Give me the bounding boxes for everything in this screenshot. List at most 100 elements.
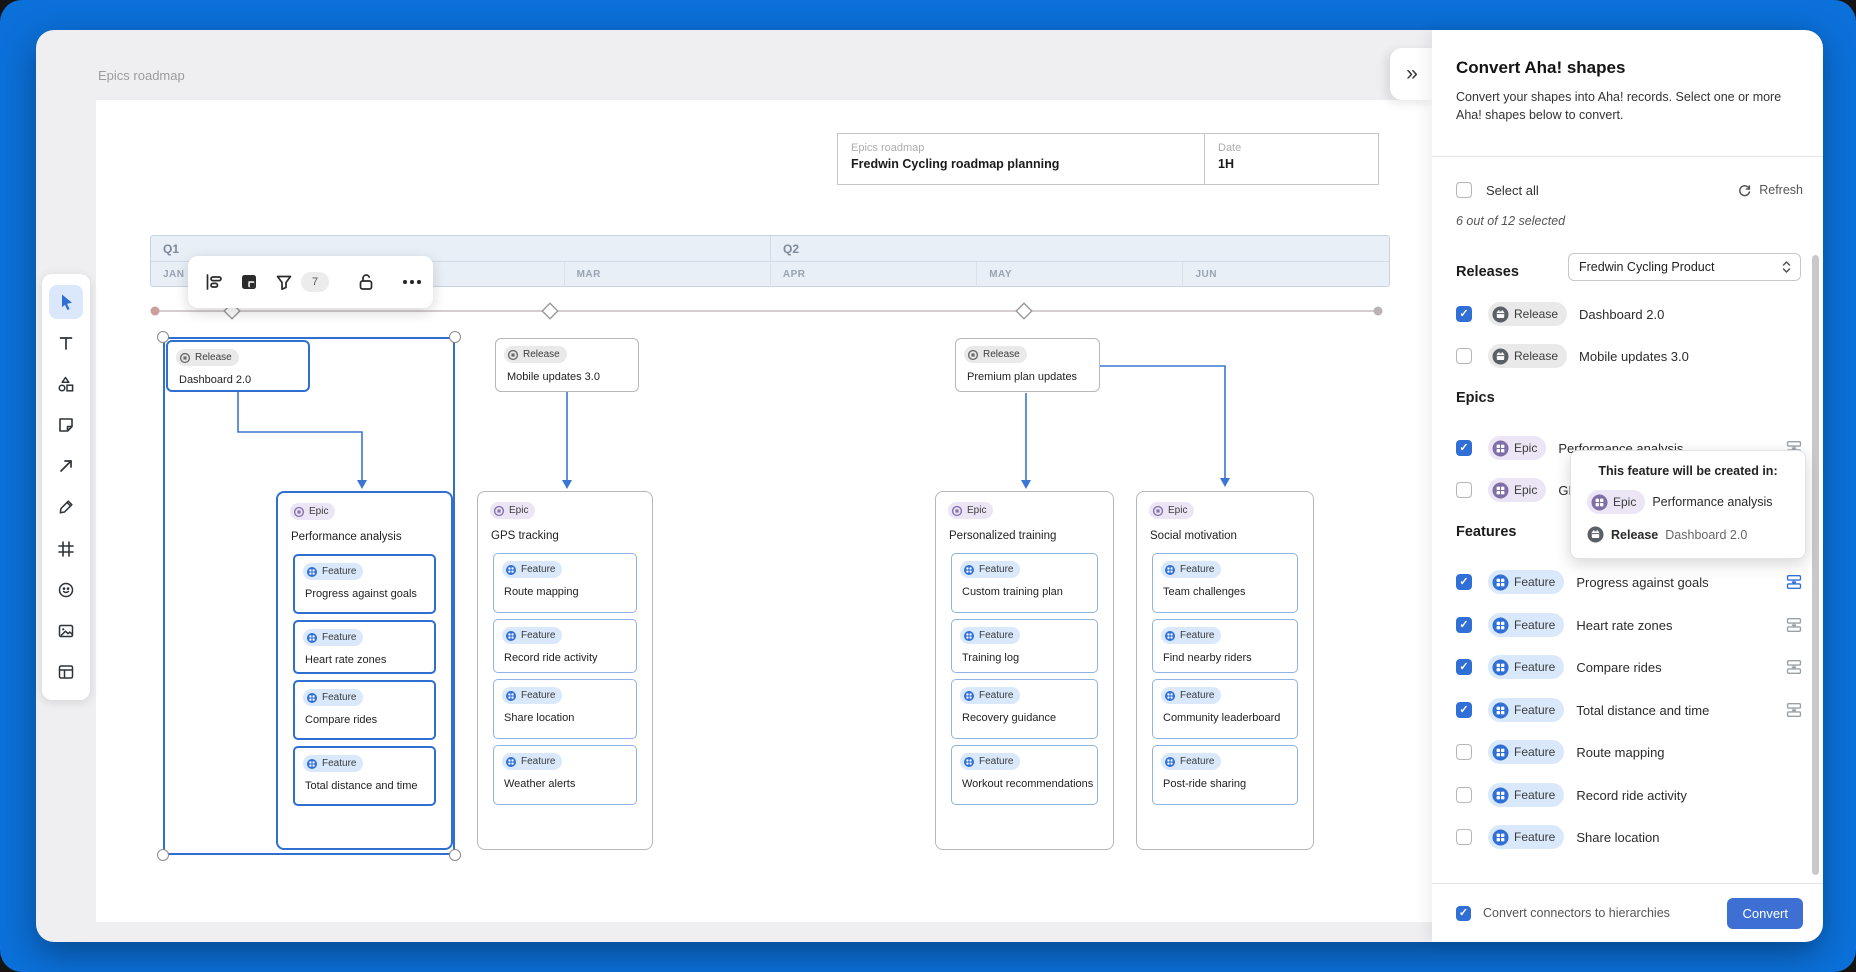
release-row[interactable]: Release Mobile updates 3.0: [1456, 342, 1803, 370]
feature-card[interactable]: Feature Total distance and time: [293, 746, 436, 806]
convert-button[interactable]: Convert: [1727, 897, 1803, 929]
checkbox-checked[interactable]: ✓: [1456, 440, 1472, 456]
checkbox-checked[interactable]: ✓: [1456, 702, 1472, 718]
filter-button[interactable]: 7: [273, 271, 329, 293]
releases-dropdown[interactable]: Fredwin Cycling Product: [1568, 253, 1801, 281]
selection-handle-top-left[interactable]: [157, 331, 169, 343]
hierarchy-icon-gray[interactable]: [1785, 701, 1803, 719]
feature-row[interactable]: Feature Share location: [1456, 823, 1803, 851]
feature-card[interactable]: Feature Route mapping: [493, 553, 637, 613]
refresh-button[interactable]: Refresh: [1737, 183, 1803, 198]
convert-connectors-checkbox[interactable]: ✓: [1456, 905, 1471, 921]
release-row[interactable]: ✓ Release Dashboard 2.0: [1456, 300, 1803, 328]
image-tool-button[interactable]: [49, 614, 83, 648]
epic-group-performance-analysis[interactable]: Epic Performance analysis Feature Progre…: [276, 491, 453, 850]
feature-card[interactable]: Feature Compare rides: [293, 680, 436, 740]
image-fill-button[interactable]: [238, 271, 260, 293]
checkbox-unchecked[interactable]: [1456, 744, 1472, 760]
checkbox-unchecked[interactable]: [1456, 482, 1472, 498]
panel-scrollbar[interactable]: [1812, 255, 1819, 875]
feature-row[interactable]: ✓ Feature Progress against goals: [1456, 568, 1803, 596]
connector-tool-button[interactable]: [49, 449, 83, 483]
template-tool-button[interactable]: [49, 655, 83, 689]
feature-card[interactable]: Feature Find nearby riders: [1152, 619, 1298, 673]
hierarchy-icon-gray[interactable]: [1785, 658, 1803, 676]
frame-title[interactable]: Epics roadmap: [98, 68, 185, 83]
epic-row[interactable]: ✓ Epic Performance analysis: [1456, 434, 1803, 462]
release-icon: [1492, 306, 1509, 322]
feature-card[interactable]: Feature Custom training plan: [951, 553, 1098, 613]
epic-group-social-motivation[interactable]: Epic Social motivation Feature Team chal…: [1136, 491, 1314, 850]
release-card-dashboard[interactable]: Release Dashboard 2.0: [166, 340, 310, 392]
feature-row[interactable]: ✓ Feature Compare rides: [1456, 653, 1803, 681]
feature-card[interactable]: Feature Team challenges: [1152, 553, 1298, 613]
checkbox-unchecked[interactable]: [1456, 348, 1472, 364]
feature-card[interactable]: Feature Share location: [493, 679, 637, 739]
checkbox-checked[interactable]: ✓: [1456, 617, 1472, 633]
feature-card[interactable]: Feature Community leaderboard: [1152, 679, 1298, 739]
epic-title: Performance analysis: [291, 531, 402, 543]
hierarchy-icon-gray[interactable]: [1785, 616, 1803, 634]
lock-button[interactable]: [355, 271, 377, 293]
roadmap-name-cell[interactable]: Epics roadmap Fredwin Cycling roadmap pl…: [838, 134, 1205, 184]
selection-bounding-box[interactable]: [163, 337, 455, 855]
checkbox-checked[interactable]: ✓: [1456, 659, 1472, 675]
align-panel-button[interactable]: [203, 271, 225, 293]
epic-icon: [1492, 440, 1509, 456]
epic-icon: [493, 505, 505, 516]
select-all-checkbox[interactable]: [1456, 182, 1472, 198]
pen-tool-button[interactable]: [49, 490, 83, 524]
sticker-tool-button[interactable]: [49, 573, 83, 607]
feature-icon: [506, 756, 516, 767]
checkbox-checked[interactable]: ✓: [1456, 306, 1472, 322]
epic-title: Social motivation: [1150, 530, 1237, 542]
feature-pill: Feature: [303, 563, 364, 580]
feature-icon: [506, 690, 516, 701]
feature-card[interactable]: Feature Recovery guidance: [951, 679, 1098, 739]
feature-icon: [964, 756, 974, 767]
feature-row[interactable]: Feature Route mapping: [1456, 738, 1803, 766]
milestone-diamond: [1015, 302, 1033, 320]
roadmap-title-table[interactable]: Epics roadmap Fredwin Cycling roadmap pl…: [837, 133, 1379, 185]
feature-card[interactable]: Feature Heart rate zones: [293, 620, 436, 674]
month-jan: JAN: [163, 269, 185, 280]
context-toolbar: 7: [188, 256, 433, 308]
feature-card[interactable]: Feature Weather alerts: [493, 745, 637, 805]
align-panel-icon: [206, 274, 222, 290]
text-tool-button[interactable]: [49, 326, 83, 360]
release-icon: [967, 349, 979, 360]
selection-handle-top-right[interactable]: [449, 331, 461, 343]
feature-row[interactable]: Feature Record ride activity: [1456, 781, 1803, 809]
release-card-mobile-updates[interactable]: Release Mobile updates 3.0: [495, 338, 639, 392]
epic-pill: Epic: [948, 502, 994, 519]
select-tool-button[interactable]: [49, 285, 83, 320]
roadmap-date-cell[interactable]: Date 1H: [1205, 134, 1254, 184]
release-card-premium-plan[interactable]: Release Premium plan updates: [955, 338, 1100, 392]
frame-tool-button[interactable]: [49, 532, 83, 566]
epic-group-personalized-training[interactable]: Epic Personalized training Feature Custo…: [935, 491, 1114, 850]
feature-row[interactable]: ✓ Feature Heart rate zones: [1456, 611, 1803, 639]
more-options-button[interactable]: [403, 280, 421, 284]
checkbox-unchecked[interactable]: [1456, 787, 1472, 803]
feature-icon: [964, 564, 974, 575]
epic-group-gps-tracking[interactable]: Epic GPS tracking Feature Route mapping …: [477, 491, 653, 850]
feature-card[interactable]: Feature Training log: [951, 619, 1098, 673]
feature-card[interactable]: Feature Workout recommendations: [951, 745, 1098, 805]
feature-icon: [1165, 756, 1175, 767]
feature-icon: [1492, 744, 1509, 760]
selection-handle-bottom-right[interactable]: [449, 849, 461, 861]
feature-row[interactable]: ✓ Feature Total distance and time: [1456, 696, 1803, 724]
collapse-panel-button[interactable]: »: [1390, 48, 1434, 100]
feature-card[interactable]: Feature Progress against goals: [293, 554, 436, 614]
shapes-tool-button[interactable]: [49, 367, 83, 401]
hierarchy-icon-blue[interactable]: [1785, 573, 1803, 591]
release-icon: [1492, 348, 1509, 364]
sticky-note-tool-button[interactable]: [49, 408, 83, 442]
checkbox-unchecked[interactable]: [1456, 829, 1472, 845]
feature-card[interactable]: Feature Record ride activity: [493, 619, 637, 673]
feature-card[interactable]: Feature Post-ride sharing: [1152, 745, 1298, 805]
tooltip-title: This feature will be created in:: [1598, 464, 1778, 478]
checkbox-checked[interactable]: ✓: [1456, 574, 1472, 590]
selection-handle-bottom-left[interactable]: [157, 849, 169, 861]
feature-icon: [1492, 659, 1509, 675]
